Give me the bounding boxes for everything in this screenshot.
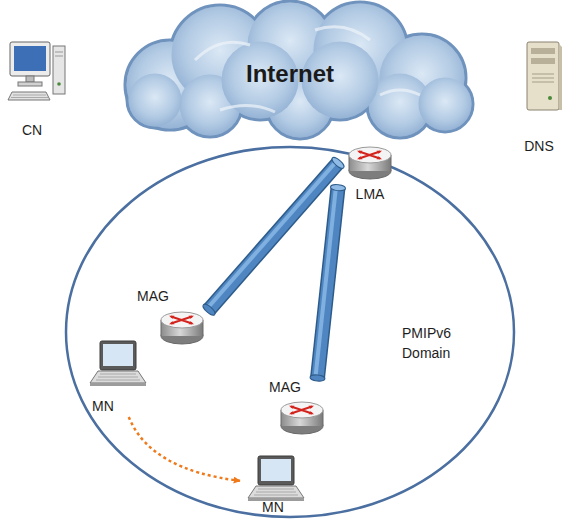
lma-router: LMA <box>338 143 402 205</box>
mobile-node-icon <box>248 454 304 502</box>
node-label: MAG <box>269 379 319 396</box>
node-label: MAG <box>137 288 187 305</box>
node-label: LMA <box>338 186 402 203</box>
mobile-node: MN <box>84 337 148 417</box>
movement-arrow <box>129 417 240 481</box>
mobile-node-icon <box>90 339 146 387</box>
node-label: DNS <box>510 138 568 155</box>
node-label: MN <box>262 499 302 516</box>
mobile-node: MN <box>240 452 306 516</box>
node-label: MN <box>92 398 132 415</box>
mag-router-icon <box>159 308 205 346</box>
lma-router-icon <box>347 143 393 181</box>
mag-router: MAG <box>135 288 209 350</box>
host-computer-icon <box>6 38 68 104</box>
host-computer: CN <box>4 38 70 142</box>
dns-server: DNS <box>510 40 574 162</box>
node-label: Internet <box>200 60 380 88</box>
mag-router-icon <box>279 398 325 436</box>
mag-router: MAG <box>265 378 335 442</box>
domain-ellipse: PMIPv6 Domain LMA MAG MAG MN MN <box>64 145 516 519</box>
tunnel-pipe <box>310 184 346 382</box>
node-label: CN <box>22 122 62 139</box>
domain-label: PMIPv6 Domain <box>402 323 494 363</box>
dns-server-icon <box>522 40 564 112</box>
internet-cloud: Internet <box>100 0 480 140</box>
